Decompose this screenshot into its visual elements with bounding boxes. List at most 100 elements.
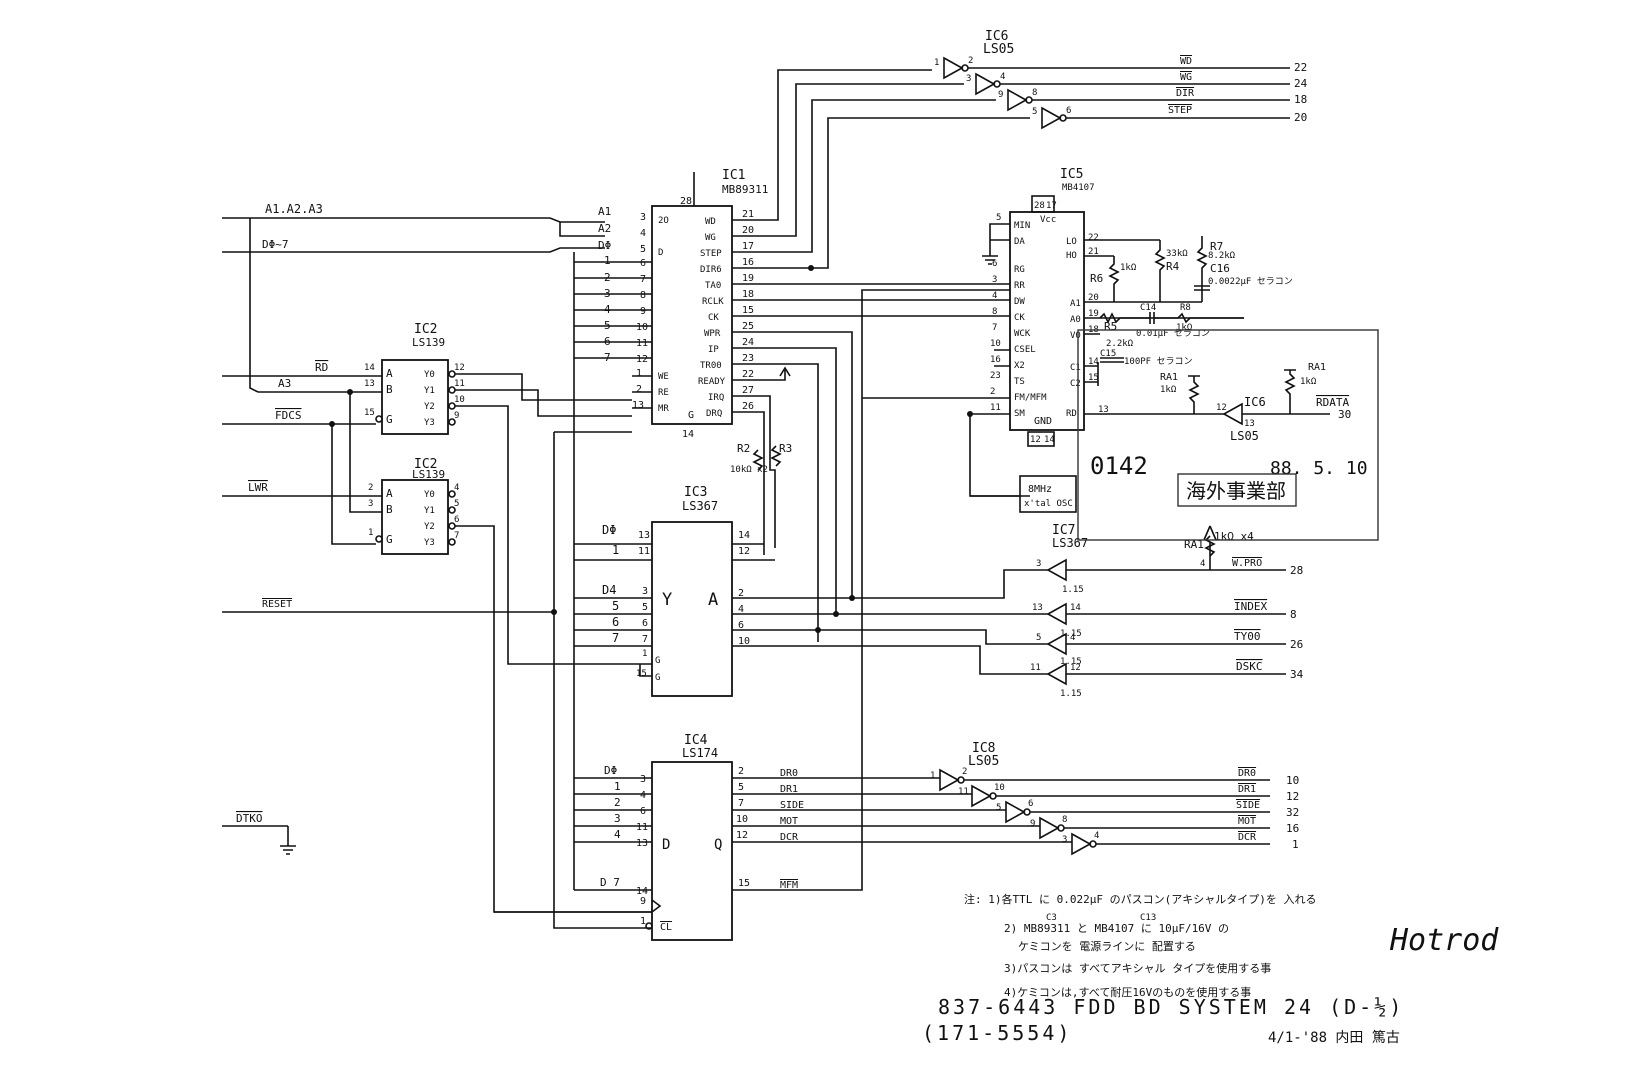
svg-text:HO: HO [1066,251,1077,261]
svg-text:2.2kΩ: 2.2kΩ [1106,339,1134,349]
svg-text:9: 9 [640,306,646,317]
svg-text:GND: GND [1034,416,1052,427]
svg-text:G: G [386,533,393,546]
svg-text:D 7: D 7 [600,876,620,889]
svg-text:X2: X2 [1014,361,1025,371]
svg-text:READY: READY [698,377,726,387]
svg-text:4: 4 [1000,72,1005,82]
svg-text:15: 15 [1088,373,1099,383]
svg-text:10: 10 [454,395,465,405]
svg-text:V0: V0 [1070,331,1081,341]
svg-text:6: 6 [642,618,648,629]
svg-text:12: 12 [454,363,465,373]
svg-text:9: 9 [454,411,459,421]
svg-text:4/1-'88 内田 篤古: 4/1-'88 内田 篤古 [1268,1029,1400,1046]
svg-text:C3: C3 [1046,913,1057,923]
svg-text:7: 7 [640,274,646,285]
svg-text:8: 8 [992,307,997,317]
svg-text:13: 13 [1244,419,1255,429]
svg-text:C2: C2 [1070,379,1081,389]
svg-text:7: 7 [992,323,997,333]
svg-text:IRQ: IRQ [708,393,724,403]
svg-text:13: 13 [638,530,650,541]
ic1-mb89311: IC1 MB89311 28 14 G 3 2O 4 5 D 6 7 8 9 1… [632,168,768,440]
svg-text:RA1: RA1 [1184,538,1204,551]
svg-text:CSEL: CSEL [1014,345,1036,355]
svg-text:R8: R8 [1180,303,1191,313]
svg-text:A1: A1 [598,205,611,218]
svg-text:R4: R4 [1166,260,1180,273]
svg-text:DIR: DIR [1176,88,1195,99]
svg-text:10: 10 [1286,774,1299,787]
svg-text:注: 1)各TTL に 0.022μF のパスコン(アキシャ: 注: 1)各TTL に 0.022μF のパスコン(アキシャルタイプ)を 入れる [964,892,1316,906]
svg-text:5: 5 [738,782,744,793]
svg-text:22: 22 [742,369,754,380]
svg-text:WG: WG [705,233,716,243]
svg-text:6: 6 [738,620,744,631]
svg-text:14: 14 [738,530,750,541]
svg-text:1: 1 [930,771,935,781]
data-bus-lines: 1 2 3 4 5 6 7 [573,252,652,890]
svg-text:4: 4 [604,303,611,316]
svg-text:6: 6 [1028,799,1033,809]
svg-text:0.01μF セラコン: 0.01μF セラコン [1136,328,1210,339]
svg-text:15: 15 [742,305,754,316]
svg-text:26: 26 [1290,638,1303,651]
svg-text:FM/MFM: FM/MFM [1014,393,1047,403]
svg-text:28: 28 [1034,201,1045,211]
svg-text:CL: CL [660,922,672,933]
svg-text:LS05: LS05 [983,42,1014,57]
svg-text:TY00: TY00 [1234,630,1261,643]
svg-text:A3: A3 [278,377,291,390]
svg-text:Y0: Y0 [424,370,435,380]
svg-text:1.15: 1.15 [1060,689,1082,699]
svg-text:11: 11 [1030,663,1041,673]
svg-text:DCR: DCR [780,832,799,843]
svg-text:DA: DA [1014,237,1025,247]
svg-text:R6: R6 [1090,272,1103,285]
svg-text:4)ケミコンは,すべて耐圧16Vのものを使用する事: 4)ケミコンは,すべて耐圧16Vのものを使用する事 [1004,986,1251,999]
svg-text:10kΩ x2: 10kΩ x2 [730,465,768,475]
svg-text:9: 9 [998,90,1003,100]
svg-text:88. 5. 10: 88. 5. 10 [1270,458,1368,479]
svg-text:19: 19 [742,273,754,284]
svg-text:3)パスコンは すべてアキシャル タイプを使用する事: 3)パスコンは すべてアキシャル タイプを使用する事 [1004,962,1271,975]
svg-text:4: 4 [738,604,744,615]
svg-text:1kΩ: 1kΩ [1300,377,1317,387]
svg-text:7: 7 [612,631,619,645]
svg-text:20: 20 [1088,293,1099,303]
svg-text:100PF セラコン: 100PF セラコン [1124,356,1193,367]
svg-text:LS05: LS05 [1230,429,1259,443]
svg-text:DRQ: DRQ [706,409,722,419]
svg-text:33kΩ: 33kΩ [1166,249,1188,259]
svg-text:RCLK: RCLK [702,297,724,307]
svg-text:MR: MR [658,404,669,414]
svg-text:B: B [386,383,393,396]
svg-text:Y3: Y3 [424,418,435,428]
svg-text:WCK: WCK [1014,329,1031,339]
svg-text:5: 5 [640,244,646,255]
svg-text:0.0022μF セラコン: 0.0022μF セラコン [1208,276,1293,287]
svg-text:DR0: DR0 [780,768,798,779]
svg-text:RA1: RA1 [1308,362,1326,373]
svg-text:6: 6 [640,258,646,269]
ic4-ls174: IC4 LS174 D Q DΦ3 14 26 311 413 D 714 9 … [494,289,1072,941]
svg-text:12: 12 [1286,790,1299,803]
svg-text:LS174: LS174 [682,746,718,760]
svg-text:34: 34 [1290,668,1304,681]
svg-text:22: 22 [1088,233,1099,243]
svg-text:G: G [655,673,660,683]
svg-text:G: G [655,656,660,666]
svg-text:C1: C1 [1070,363,1081,373]
svg-text:10: 10 [736,814,748,825]
svg-text:8MHz: 8MHz [1028,484,1052,495]
svg-text:MOT: MOT [780,816,798,827]
svg-text:17: 17 [1046,201,1057,211]
svg-text:LS367: LS367 [682,499,718,513]
title-block: 837-6443 FDD BD SYSTEM 24 (D-½) (171-555… [922,923,1499,1046]
svg-text:DTKO: DTKO [236,812,263,825]
svg-text:C15: C15 [1100,349,1116,359]
svg-text:RESET: RESET [262,599,292,610]
svg-text:1kΩ: 1kΩ [1176,323,1193,333]
svg-text:RDATA: RDATA [1316,396,1349,409]
